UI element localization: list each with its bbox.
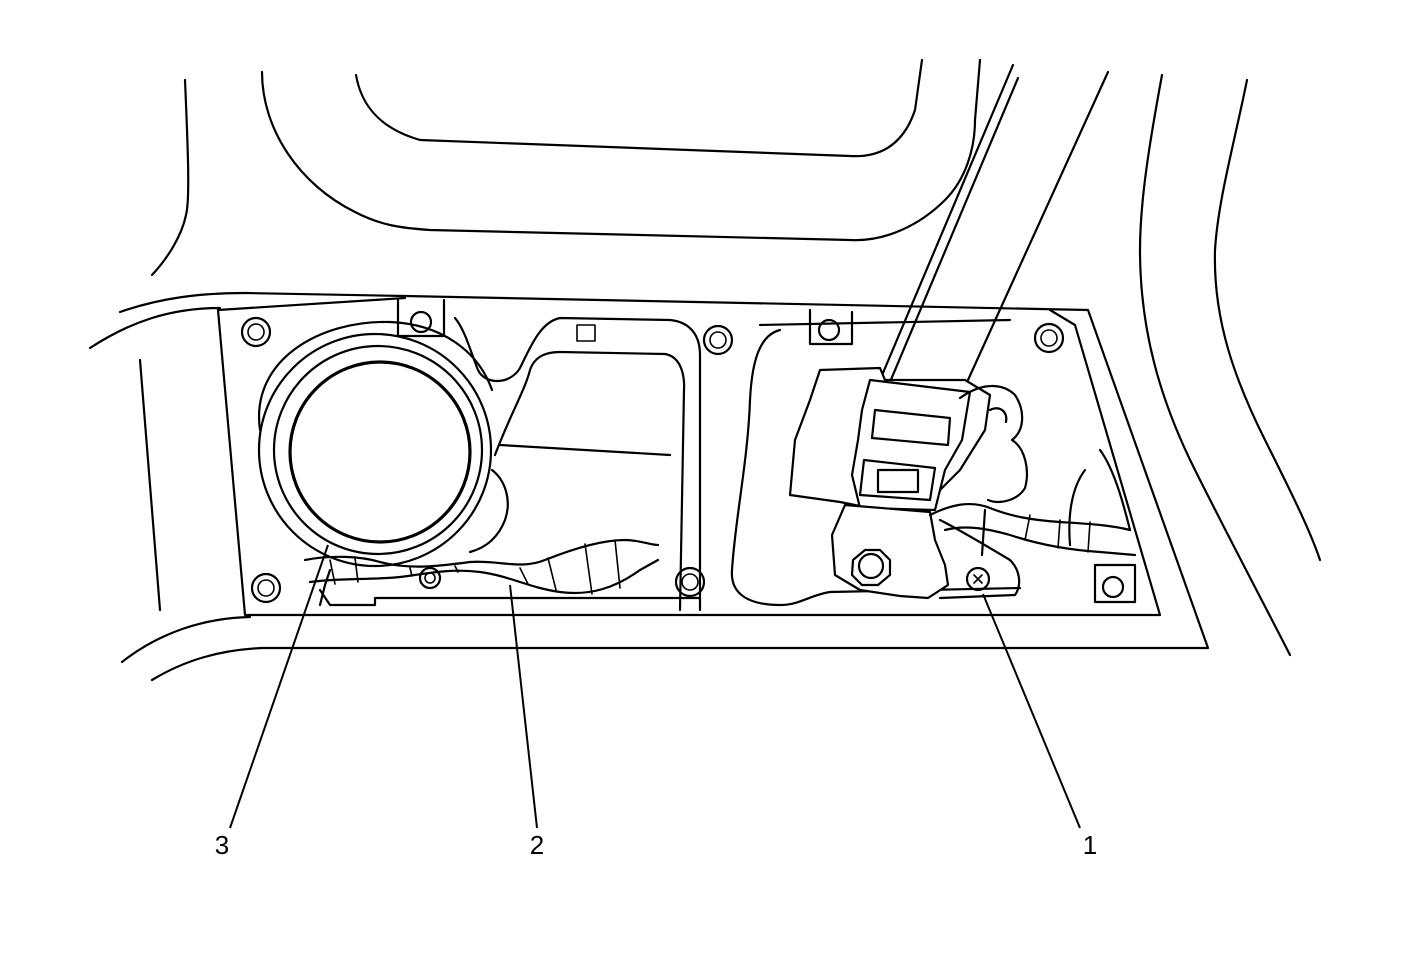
seat-belt-assembly: [788, 63, 1137, 600]
left-body-curves: [88, 291, 407, 682]
callout-leader-3: [229, 544, 329, 829]
callout-label-3: 3: [215, 830, 229, 860]
wiring-harness: [303, 538, 702, 607]
right-pillar: [1138, 73, 1322, 657]
mounting-hole: [250, 572, 282, 604]
callout-leader-1: [982, 593, 1081, 829]
mounting-hole: [1033, 322, 1065, 354]
callout-labels: 1 2 3: [215, 830, 1097, 860]
callout-leader-2: [509, 584, 538, 829]
callout-label-1: 1: [1083, 830, 1097, 860]
mounting-holes: [240, 316, 1065, 604]
mounting-hole: [240, 316, 272, 348]
mounting-hole: [674, 566, 706, 598]
callout-leaders: [229, 544, 1081, 829]
mounting-hole: [702, 324, 734, 356]
trim-panel: [216, 294, 1210, 650]
speaker: [257, 320, 509, 568]
upper-body-panel: [150, 58, 982, 277]
inner-panel-cavities: [318, 316, 1132, 612]
mounting-tabs: [396, 298, 1137, 604]
callout-label-2: 2: [530, 830, 544, 860]
